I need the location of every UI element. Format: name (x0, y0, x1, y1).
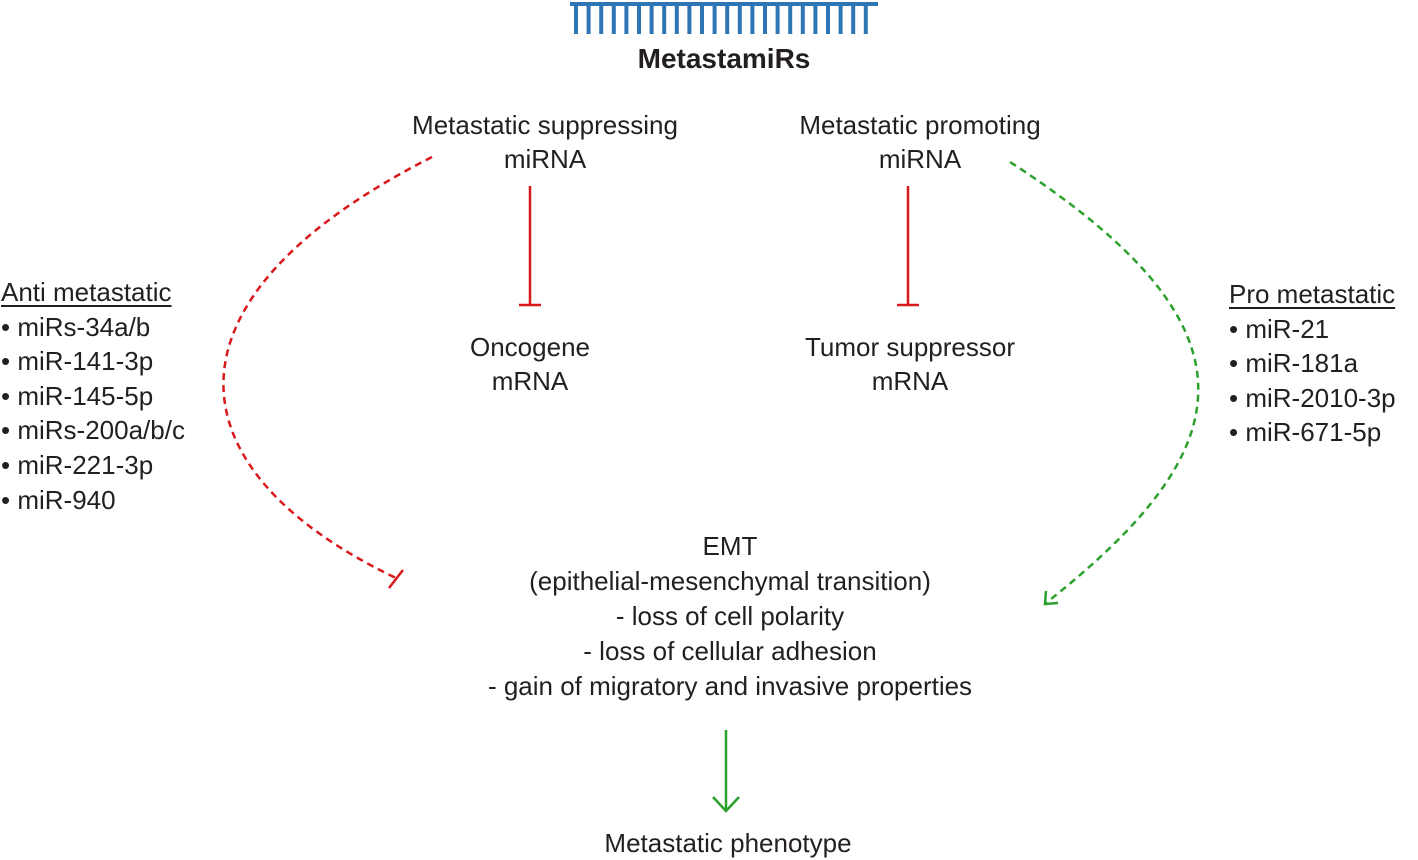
anti-metastatic-heading: Anti metastatic (1, 277, 172, 307)
mirna-strand-tooth (863, 5, 868, 34)
anti-metastatic-items: miRs-34a/b miR-141-3p miR-145-5p miRs-20… (1, 310, 185, 518)
promoting-mirna-node: Metastatic promoting miRNA (760, 108, 1080, 176)
mirna-strand-tooth (763, 5, 767, 34)
list-item: miRs-34a/b (1, 310, 185, 345)
mirna-strand-tooth (725, 5, 730, 34)
pro-metastatic-items: miR-21 miR-181a miR-2010-3p miR-671-5p (1229, 312, 1396, 450)
mirna-strand-tooth (574, 5, 578, 34)
mirna-strand-tooth (611, 5, 616, 34)
mirna-strand-tooth (750, 5, 755, 34)
emt-subtitle: (epithelial-mesenchymal transition) (529, 566, 931, 596)
mirna-strand-tooth (700, 5, 704, 34)
inhibition-edge-oncogene (519, 186, 541, 307)
inhibition-edge-tumor-suppressor (897, 186, 919, 307)
tumor-suppressor-label-line1: Tumor suppressor (805, 332, 1015, 362)
list-item: miR-181a (1229, 346, 1396, 381)
mirna-strand-tooth (649, 5, 654, 34)
activation-arrow-phenotype (712, 730, 740, 813)
diagram-title: MetastamiRs (637, 43, 811, 74)
pro-metastatic-list: Pro metastatic miR-21 miR-181a miR-2010-… (1229, 277, 1396, 450)
mirna-strand-tooth (624, 5, 629, 34)
list-item: miR-671-5p (1229, 415, 1396, 450)
mirna-strand-tooth (813, 5, 818, 34)
tumor-suppressor-label-line2: mRNA (871, 366, 949, 396)
emt-node: EMT (epithelial-mesenchymal transition) … (430, 529, 1030, 704)
list-item: miR-2010-3p (1229, 381, 1395, 416)
mirna-strand-tooth (851, 5, 856, 34)
oncogene-label-line2: mRNA (491, 366, 569, 396)
promoting-mirna-label-line1: Metastatic promoting (799, 110, 1041, 140)
mirna-strand-tooth (662, 5, 667, 34)
tumor-suppressor-mrna-node: Tumor suppressor mRNA (770, 330, 1050, 398)
pro-metastatic-heading: Pro metastatic (1229, 279, 1396, 309)
suppressing-mirna-node: Metastatic suppressing miRNA (380, 108, 710, 176)
mirna-strand-tooth (599, 5, 604, 34)
mirna-strand-tooth (637, 5, 641, 34)
mirna-strand-tooth (687, 5, 692, 34)
mirna-strand-tooth (775, 5, 780, 34)
mirna-strand-tooth (586, 5, 591, 34)
list-item: miR-21 (1229, 312, 1396, 347)
suppressing-mirna-label-line2: miRNA (503, 144, 587, 174)
dashed-inhibition-edge-emt (222, 155, 433, 589)
list-item: miR-940 (1, 483, 185, 518)
anti-metastatic-list: Anti metastatic miRs-34a/b miR-141-3p mi… (1, 275, 185, 517)
suppressing-mirna-label-line1: Metastatic suppressing (412, 110, 678, 140)
metastatic-phenotype-node: Metastatic phenotype (604, 828, 852, 858)
emt-point: - loss of cell polarity (615, 601, 845, 631)
list-item: miR-145-5p (1, 379, 185, 414)
emt-point: - loss of cellular adhesion (583, 636, 877, 666)
oncogene-mrna-node: Oncogene mRNA (430, 330, 630, 398)
mirna-strand-icon (570, 2, 878, 34)
list-item: miR-221-3p (1, 448, 185, 483)
list-item: miR-141-3p (1, 344, 185, 379)
dashed-activation-edge-emt (1009, 160, 1200, 606)
mirna-strand-tooth (826, 5, 830, 34)
promoting-mirna-label-line2: miRNA (878, 144, 962, 174)
mirna-strand-tooth (712, 5, 717, 34)
mirna-strand-tooth (674, 5, 679, 34)
mirna-strand-tooth (788, 5, 793, 34)
emt-point: - gain of migratory and invasive propert… (487, 671, 973, 701)
mirna-strand-tooth (800, 5, 805, 34)
mirna-strand-tooth (737, 5, 742, 34)
mirna-strand-tooth (838, 5, 843, 34)
emt-title: EMT (702, 531, 758, 561)
list-item: miRs-200a/b/c (1, 413, 185, 448)
oncogene-label-line1: Oncogene (470, 332, 590, 362)
